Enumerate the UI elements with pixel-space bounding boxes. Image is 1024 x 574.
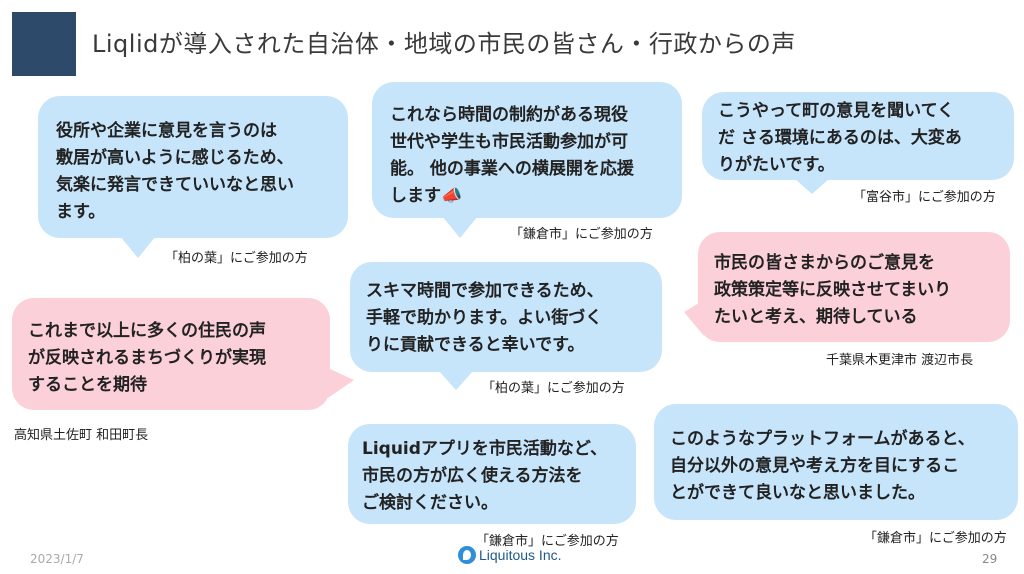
bubble-tail: [794, 178, 830, 194]
comment-text: Liquidアプリを市民活動など、 市民の方が広く使える方法を ご検討ください。: [362, 439, 608, 513]
comment-source: 高知県土佐町 和田町長: [14, 428, 149, 443]
slide-title: Liqlidが導入された自治体・地域の市民の皆さん・行政からの声: [92, 30, 796, 58]
liquitous-logo-icon: [458, 546, 476, 564]
comment-bubble-kisarazu-mayor: 市民の皆さまからのご意見を 政策策定等に反映させてまいり たいと考え、期待してい…: [684, 232, 1010, 342]
comment-bubble-kashiwanoha-1: 役所や企業に意見を言うのは 敷居が高いように感じるため、 気楽に発言できていいな…: [38, 96, 348, 258]
bubble-tail: [442, 216, 478, 238]
bubble-tail: [120, 236, 156, 258]
comment-source: 「鎌倉市」にご参加の方: [510, 227, 653, 242]
comment-bubble-tosa-mayor: これまで以上に多くの住民の声 が反映されるまちづくりが実現 することを期待: [12, 298, 354, 410]
comment-source: 千葉県木更津市 渡辺市長: [826, 353, 974, 368]
comment-source: 「富谷市」にご参加の方: [853, 190, 996, 205]
comment-source: 「柏の葉」にご参加の方: [165, 251, 308, 266]
comment-text: これまで以上に多くの住民の声 が反映されるまちづくりが実現 することを期待: [28, 321, 266, 395]
comment-text: このようなプラットフォームがあると、 自分以外の意見や考え方を目にするこ とがで…: [670, 429, 975, 503]
comment-bubble-tomiya: こうやって町の意見を聞いてく だ さる環境にあるのは、大変あ りがたいです。: [702, 92, 1014, 194]
comment-bubble-kamakura-3: このようなプラットフォームがあると、 自分以外の意見や考え方を目にするこ とがで…: [654, 404, 1018, 520]
comment-text: こうやって町の意見を聞いてく だ さる環境にあるのは、大変あ りがたいです。: [718, 101, 962, 175]
title-accent-block: [12, 12, 76, 76]
comment-text: 市民の皆さまからのご意見を 政策策定等に反映させてまいり たいと考え、期待してい…: [714, 253, 952, 327]
slide-date: 2023/1/7: [30, 552, 84, 566]
comment-source: 「柏の葉」にご参加の方: [482, 381, 625, 396]
comment-bubble-kamakura-2: Liquidアプリを市民活動など、 市民の方が広く使える方法を ご検討ください。: [348, 424, 636, 524]
comment-bubble-kashiwanoha-2: スキマ時間で参加できるため、 手軽で助かります。よい街づく りに貢献できると幸い…: [350, 262, 662, 390]
bubble-tail: [438, 370, 474, 390]
logo-text: Liquitous Inc.: [479, 547, 562, 563]
bubble-tail: [328, 368, 354, 398]
comment-text: これなら時間の制約がある現役 世代や学生も市民活動参加が可 能。 他の事業への横…: [390, 105, 634, 206]
comment-bubble-kamakura-1: これなら時間の制約がある現役 世代や学生も市民活動参加が可 能。 他の事業への横…: [372, 82, 682, 238]
comment-source: 「鎌倉市」にご参加の方: [864, 531, 1007, 546]
comment-text: 役所や企業に意見を言うのは 敷居が高いように感じるため、 気楽に発言できていいな…: [56, 121, 294, 222]
comment-source: 「鎌倉市」にご参加の方: [476, 534, 619, 549]
comment-text: スキマ時間で参加できるため、 手軽で助かります。よい街づく りに貢献できると幸い…: [366, 281, 604, 355]
page-number: 29: [982, 552, 998, 566]
company-logo: Liquitous Inc.: [458, 546, 562, 564]
bubble-tail: [684, 300, 704, 336]
